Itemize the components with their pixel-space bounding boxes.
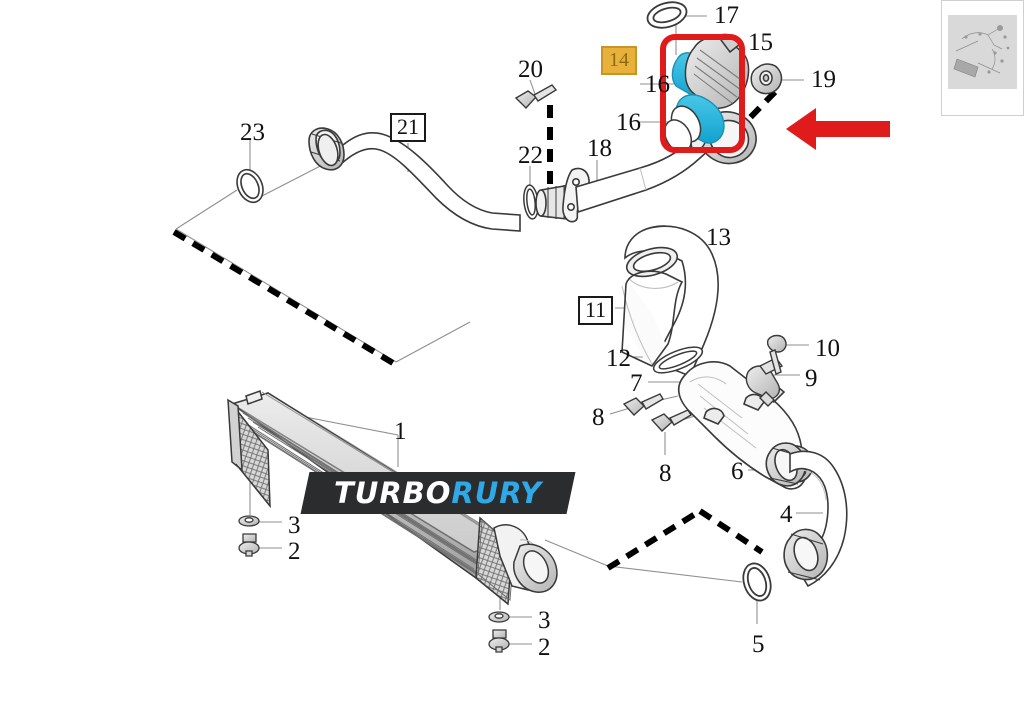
callout-label-15: 15 [748,29,773,56]
watermark-text-secondary: RURY [451,476,542,510]
callout-label-10: 10 [815,335,840,362]
callout-label-6: 6 [731,458,744,485]
callout-label-19: 19 [811,66,836,93]
part-8-bolt-lower [650,409,692,432]
part-19-bushing [750,63,783,95]
highlighted-part-group-14 [663,33,750,153]
part-17-o-ring [646,1,688,29]
part-23-seal-ring [236,168,264,204]
callout-label-17: 17 [714,2,739,29]
highlight-rectangle [660,34,745,153]
callout-label-7: 7 [630,370,643,397]
callout-label-22: 22 [518,142,543,169]
callout-label-9: 9 [805,365,818,392]
watermark-banner: TURBORURY [300,472,576,514]
callout-label-4: 4 [780,501,793,528]
callout-label-21: 21 [390,113,426,142]
callout-label-5: 5 [752,631,765,658]
part-5-seal-ring [742,562,772,602]
thumbnail-preview[interactable] [941,0,1024,116]
red-pointer-arrow [786,108,890,150]
callout-label-1: 1 [394,418,407,445]
part-10-bolt [766,334,787,375]
thumbnail-mini-diagram [953,25,1010,78]
part-20-bolt [514,84,558,110]
watermark-text-primary: TURBO [334,476,452,510]
part-8-bolt-upper [622,393,664,416]
lower-clamp-ring [783,528,829,581]
thumbnail-image [948,15,1017,89]
callout-label-23: 23 [240,119,265,146]
callout-label-8-lower: 8 [659,460,672,487]
callout-label-2-right: 2 [538,634,551,661]
callout-label-16-upper: 16 [645,71,670,98]
callout-label-12: 12 [606,345,631,372]
part-12-gasket [652,346,704,374]
part-21-charge-hose [308,127,521,232]
callout-label-16-lower: 16 [616,109,641,136]
callout-label-11: 11 [578,296,614,325]
callout-label-3-right: 3 [538,607,551,634]
callout-label-20: 20 [518,56,543,83]
callout-label-18: 18 [587,135,612,162]
part-2-bolt-right [488,629,510,653]
callout-label-3-left: 3 [288,512,301,539]
part-2-bolt-left [238,533,260,557]
highlighted-badge-14[interactable]: 14 [601,46,637,75]
part-3-washer-right [488,611,510,623]
part-3-washer-left [238,515,260,527]
callout-label-2-left: 2 [288,538,301,565]
part-11-charge-hose [621,225,719,378]
callout-label-8-upper: 8 [592,404,605,431]
callout-label-13: 13 [706,224,731,251]
